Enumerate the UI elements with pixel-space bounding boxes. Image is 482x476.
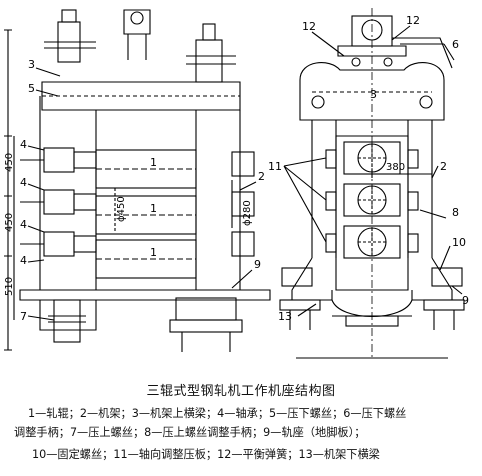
left-roll-label-c: 1	[150, 246, 157, 259]
left-label-3: 3	[28, 58, 35, 71]
right-label-12a: 12	[302, 20, 316, 33]
right-label-8: 8	[452, 206, 459, 219]
figure-title: 三辊式型钢轧机工作机座结构图	[146, 384, 336, 399]
left-callout-labels: 3 5 4 4 4 4 7 1 1 1 2 9 450 450 510 ϕ450…	[4, 58, 265, 323]
legend-line-2: 调整手柄；7—压上螺丝；8—压上螺丝调整手柄；9—轨座（地脚板）；	[14, 426, 366, 439]
left-label-7: 7	[20, 310, 27, 323]
right-label-11: 11	[268, 160, 282, 173]
left-label-9: 9	[254, 258, 261, 271]
left-label-4b: 4	[20, 176, 27, 189]
left-front-view	[4, 9, 271, 352]
legend-line-3: 10—固定螺丝；11—轴向调整压板；12—平衡弹簧；13—机架下横梁	[32, 448, 380, 461]
dim-450-lower: 450	[4, 213, 15, 232]
right-label-3: 3	[370, 88, 377, 101]
right-label-9: 9	[462, 294, 469, 307]
left-label-4a: 4	[20, 138, 27, 151]
left-label-2: 2	[258, 170, 265, 183]
rolling-mill-drawing: 3 5 4 4 4 4 7 1 1 1 2 9 450 450 510 ϕ450…	[4, 8, 469, 360]
legend-line-1: 1—轧辊；2—机架；3—机架上横梁；4—轴承；5—压下螺丝；6—压下螺丝	[28, 407, 407, 420]
right-label-13: 13	[278, 310, 292, 323]
dim-380: 380	[386, 162, 405, 173]
dim-diam-280: ϕ280	[242, 200, 253, 226]
right-label-6: 6	[452, 38, 459, 51]
left-roll-label-b: 1	[150, 202, 157, 215]
right-label-2: 2	[440, 160, 447, 173]
dim-diam-450: ϕ450	[116, 196, 127, 222]
right-side-view	[279, 8, 465, 360]
left-label-5: 5	[28, 82, 35, 95]
dim-510: 510	[4, 277, 15, 296]
left-label-4c: 4	[20, 218, 27, 231]
left-label-4d: 4	[20, 254, 27, 267]
right-label-10: 10	[452, 236, 466, 249]
right-label-12b: 12	[406, 14, 420, 27]
dim-450-upper: 450	[4, 153, 15, 172]
left-roll-label-a: 1	[150, 156, 157, 169]
right-callout-labels: 12 12 6 3 11 2 8 10 13 9 380	[268, 14, 469, 323]
